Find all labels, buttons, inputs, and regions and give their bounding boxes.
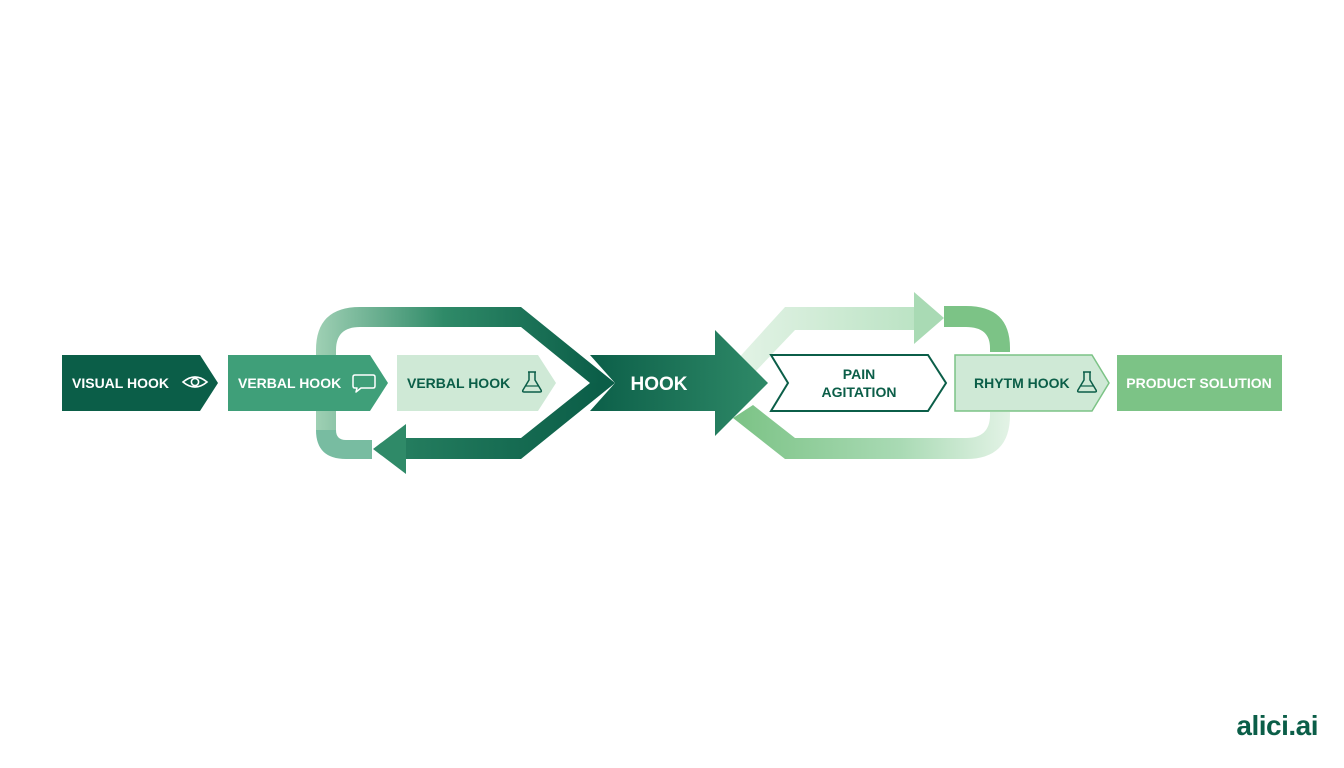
right-feedback-loop xyxy=(733,292,1010,459)
verbal-hook-1-label: VERBAL HOOK xyxy=(238,375,341,391)
speech-bubble-icon xyxy=(352,374,376,393)
pain-agitation-line1: PAIN xyxy=(843,366,875,382)
step-verbal-hook-2: VERBAL HOOK xyxy=(397,355,556,411)
pain-agitation-line2: AGITATION xyxy=(822,384,897,400)
left-loop-return-arrowhead xyxy=(373,424,406,474)
pain-agitation-shape xyxy=(769,354,948,412)
verbal-hook-1-shape xyxy=(228,355,388,411)
right-loop-top-arrowhead xyxy=(914,292,944,344)
right-loop-top-band xyxy=(735,307,918,372)
left-loop-bottom-band xyxy=(404,383,615,459)
visual-hook-label: VISUAL HOOK xyxy=(72,375,169,391)
step-visual-hook: VISUAL HOOK xyxy=(62,355,218,411)
flask-icon xyxy=(1076,371,1098,393)
rhythm-hook-shape xyxy=(954,354,1110,412)
right-loop-right-corner xyxy=(944,306,1010,352)
left-feedback-loop xyxy=(316,307,615,474)
step-hook: HOOK xyxy=(590,330,768,436)
step-verbal-hook-1: VERBAL HOOK xyxy=(228,355,388,411)
step-rhythm-hook: RHYTM HOOK xyxy=(954,354,1110,412)
verbal-hook-2-label: VERBAL HOOK xyxy=(407,375,510,391)
right-loop-bottom-band xyxy=(733,405,1010,459)
step-pain-agitation: PAIN AGITATION xyxy=(769,354,948,412)
brand-logo: alici.ai xyxy=(1236,710,1318,741)
eye-icon xyxy=(181,376,209,388)
hook-arrow-shape xyxy=(590,330,768,436)
verbal-hook-2-shape xyxy=(397,355,556,411)
product-solution-shape xyxy=(1117,355,1282,411)
product-solution-label: PRODUCT SOLUTION xyxy=(1126,375,1271,391)
flask-icon xyxy=(521,371,543,393)
rhythm-hook-label: RHYTM HOOK xyxy=(974,375,1070,391)
left-loop-top-band xyxy=(316,307,615,430)
step-product-solution: PRODUCT SOLUTION xyxy=(1117,355,1282,411)
hook-label: HOOK xyxy=(631,374,688,395)
visual-hook-shape xyxy=(62,355,218,411)
left-loop-left-corner xyxy=(316,430,372,459)
